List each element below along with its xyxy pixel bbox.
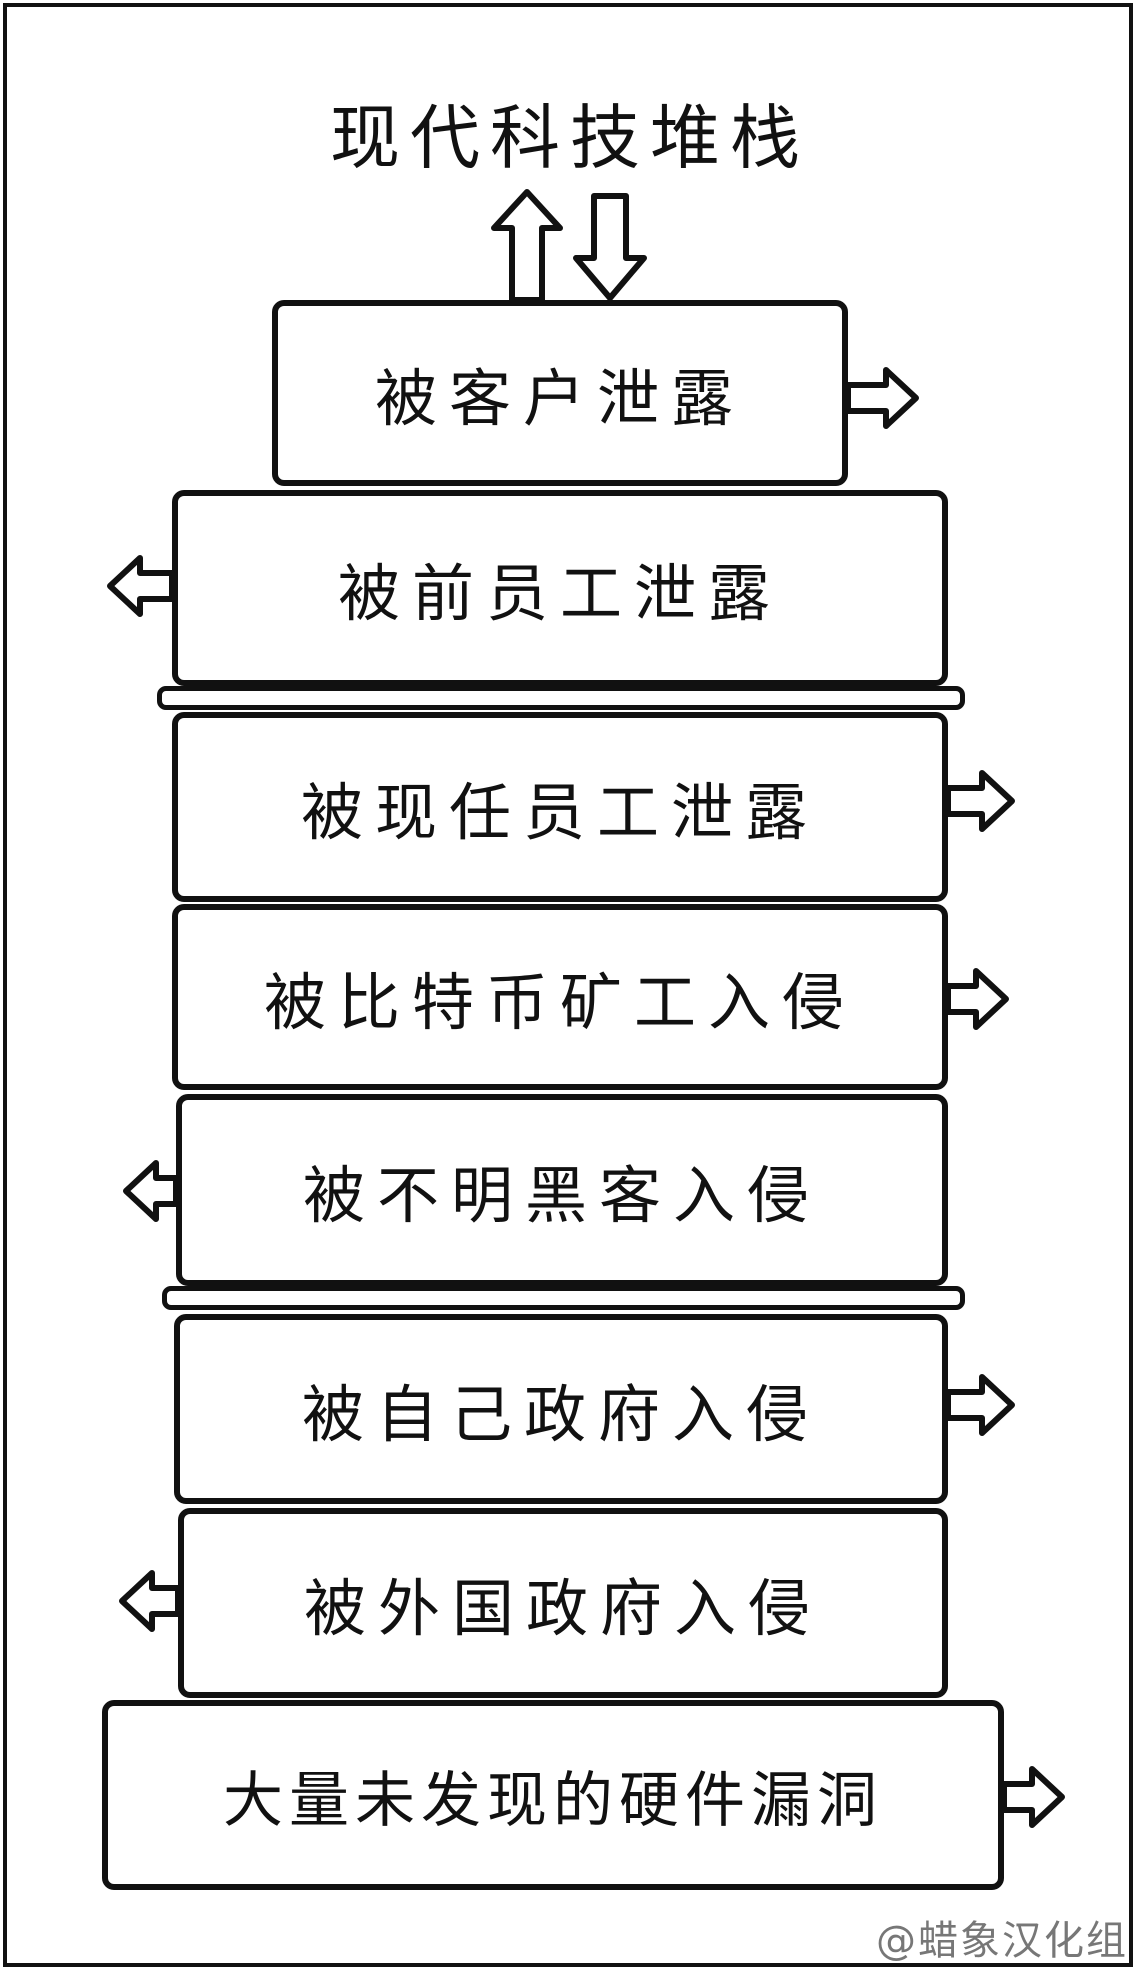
layer-bitcoin-miners: 被比特币矿工入侵 — [172, 904, 948, 1090]
left-arrow-icon — [107, 555, 175, 617]
up-arrow-icon — [491, 189, 563, 303]
layer-label: 被外国政府入侵 — [303, 1572, 822, 1645]
layer-customers: 被客户泄露 — [272, 300, 848, 486]
layer-label: 被现任员工泄露 — [300, 776, 819, 849]
right-arrow-icon — [945, 968, 1009, 1030]
layer-own-government: 被自己政府入侵 — [174, 1314, 948, 1504]
layer-former-employees: 被前员工泄露 — [172, 490, 948, 686]
stack-title: 现代科技堆栈 — [330, 97, 810, 179]
layer-label: 被客户泄露 — [374, 362, 745, 435]
layer-label: 被比特币矿工入侵 — [263, 966, 856, 1039]
layer-spacer — [162, 1286, 965, 1310]
down-arrow-icon — [573, 193, 647, 301]
credit-text: @蜡象汉化组 — [876, 1918, 1128, 1964]
left-arrow-icon — [123, 1160, 179, 1222]
layer-foreign-government: 被外国政府入侵 — [178, 1508, 948, 1698]
layer-spacer — [157, 686, 965, 710]
layer-hardware-vulnerabilities: 大量未发现的硬件漏洞 — [102, 1700, 1004, 1890]
comic-frame — [3, 3, 1133, 1967]
left-arrow-icon — [119, 1570, 181, 1632]
layer-unknown-hackers: 被不明黑客入侵 — [176, 1094, 948, 1286]
layer-label: 被前员工泄露 — [337, 557, 782, 630]
right-arrow-icon — [945, 1374, 1015, 1436]
layer-label: 大量未发现的硬件漏洞 — [223, 1765, 883, 1836]
layer-label: 被自己政府入侵 — [301, 1378, 820, 1451]
right-arrow-icon — [845, 367, 919, 429]
right-arrow-icon — [1001, 1766, 1065, 1828]
right-arrow-icon — [945, 770, 1015, 832]
layer-current-employees: 被现任员工泄露 — [172, 712, 948, 902]
layer-label: 被不明黑客入侵 — [302, 1159, 821, 1232]
